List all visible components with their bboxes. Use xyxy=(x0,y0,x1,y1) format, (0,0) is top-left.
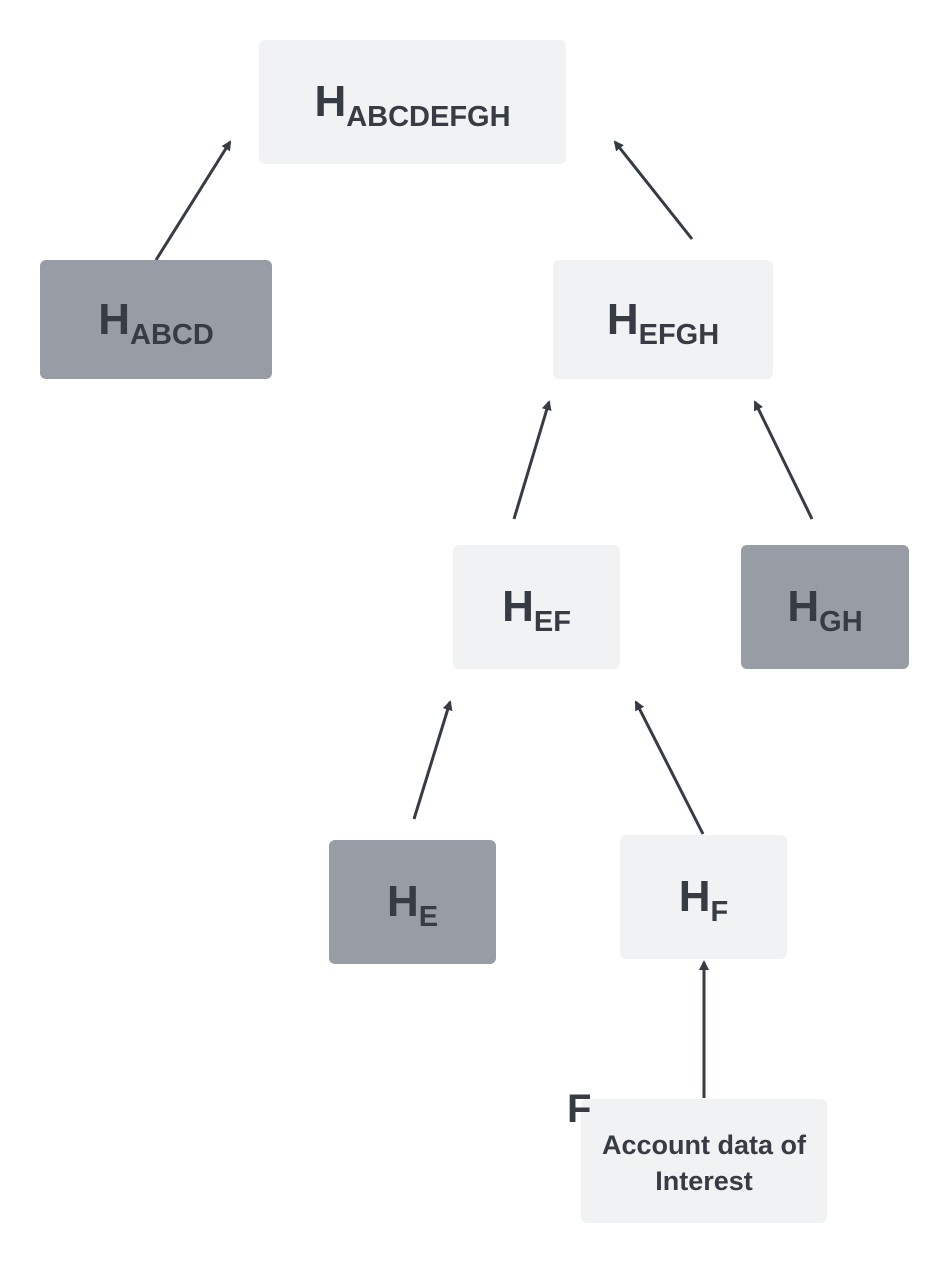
node-hash-ef: HEF xyxy=(453,545,620,669)
node-hash-efgh: HEFGH xyxy=(553,260,773,379)
leaf-corner-label: F xyxy=(567,1087,592,1131)
arrow-abcd-to-root xyxy=(154,140,232,261)
node-root-hash: HABCDEFGH xyxy=(259,40,566,164)
hash-f-label: HF xyxy=(678,872,729,928)
node-hash-e: HE xyxy=(329,840,496,964)
root-hash-label: HABCDEFGH xyxy=(314,77,511,133)
arrow-f-to-ef xyxy=(634,700,705,835)
hash-gh-label: HGH xyxy=(787,582,863,638)
leaf-text: Account data of Interest xyxy=(601,1130,806,1196)
node-hash-f: HF xyxy=(620,835,787,959)
node-leaf-account-data: Account data of Interest xyxy=(581,1099,827,1223)
hash-efgh-label: HEFGH xyxy=(606,294,720,351)
node-hash-gh: HGH xyxy=(741,545,909,669)
arrow-ef-to-efgh xyxy=(512,400,552,520)
hash-abcd-label: HABCD xyxy=(98,294,214,351)
hash-e-label: HE xyxy=(386,877,439,933)
arrow-e-to-ef xyxy=(412,700,453,820)
arrow-efgh-to-root xyxy=(613,140,694,240)
arrow-gh-to-efgh xyxy=(753,400,814,520)
hash-ef-label: HEF xyxy=(502,582,571,638)
node-hash-abcd: HABCD xyxy=(40,260,272,379)
